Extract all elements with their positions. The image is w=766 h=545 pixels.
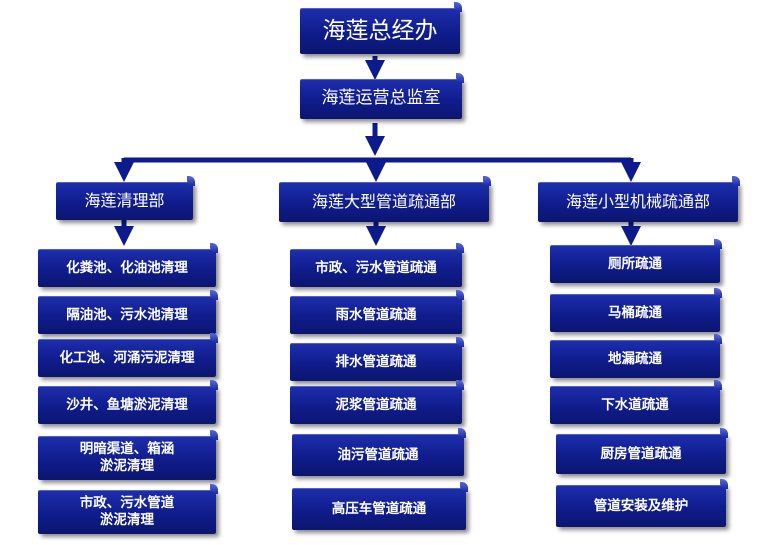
- small-mech-item-2-label: 马桶疏通: [608, 304, 662, 321]
- cleaning-item-1: 化粪池、化油池清理: [38, 243, 218, 287]
- small-mech-item-5: 厨房管道疏通: [556, 428, 728, 474]
- large-pipe-item-4-label: 泥浆管道疏通: [335, 396, 417, 413]
- large-pipe-item-3: 排水管道疏通: [290, 337, 464, 381]
- small-mech-item-1-label: 厕所疏通: [608, 255, 662, 272]
- large-pipe-item-2: 雨水管道疏通: [290, 290, 464, 334]
- cleaning-item-1-label: 化粪池、化油池清理: [66, 259, 188, 276]
- supervisor-node: 海莲运营总监室: [300, 73, 464, 119]
- small-mech-item-3-label: 地漏疏通: [608, 350, 662, 367]
- small-mech-item-5-label: 厨房管道疏通: [600, 445, 682, 462]
- supervisor-node-label: 海莲运营总监室: [321, 88, 441, 109]
- dept-small-mech-node: 海莲小型机械疏通部: [538, 176, 740, 222]
- cleaning-item-5-label: 明暗渠道、箱涵 淤泥清理: [79, 441, 175, 474]
- dept-small-mech-label: 海莲小型机械疏通部: [565, 192, 710, 211]
- large-pipe-item-6: 高压车管道疏通: [292, 482, 468, 530]
- large-pipe-item-1-label: 市政、污水管道疏通: [315, 259, 437, 276]
- large-pipe-item-1: 市政、污水管道疏通: [290, 243, 464, 287]
- cleaning-item-3-label: 化工池、河涌污泥清理: [59, 349, 195, 366]
- small-mech-item-3: 地漏疏通: [550, 334, 722, 378]
- dept-cleaning-label: 海莲清理部: [84, 191, 165, 210]
- dept-large-pipe-node: 海莲大型管道疏通部: [279, 176, 491, 222]
- cleaning-item-5: 明暗渠道、箱涵 淤泥清理: [38, 430, 218, 480]
- large-pipe-item-5: 油污管道疏通: [292, 428, 466, 476]
- root-node: 海莲总经办: [300, 2, 462, 54]
- dept-large-pipe-label: 海莲大型管道疏通部: [311, 192, 456, 211]
- small-mech-item-4: 下水道疏通: [550, 380, 722, 424]
- cleaning-item-3: 化工池、河涌污泥清理: [38, 333, 218, 377]
- large-pipe-item-5-label: 油污管道疏通: [337, 446, 419, 463]
- small-mech-item-6: 管道安装及维护: [556, 479, 728, 527]
- cleaning-item-4: 沙井、鱼塘淤泥清理: [38, 380, 218, 424]
- cleaning-item-6: 市政、污水管道 淤泥清理: [38, 484, 218, 534]
- small-mech-item-6-label: 管道安装及维护: [593, 497, 689, 514]
- large-pipe-item-6-label: 高压车管道疏通: [331, 500, 427, 517]
- cleaning-item-2-label: 隔油池、污水池清理: [66, 306, 188, 323]
- large-pipe-item-4: 泥浆管道疏通: [290, 380, 464, 424]
- dept-cleaning-node: 海莲清理部: [56, 176, 195, 220]
- cleaning-item-6-label: 市政、污水管道 淤泥清理: [79, 495, 175, 528]
- root-node-label: 海莲总经办: [322, 17, 438, 44]
- large-pipe-item-2-label: 雨水管道疏通: [335, 306, 417, 323]
- small-mech-item-4-label: 下水道疏通: [601, 396, 669, 413]
- cleaning-item-4-label: 沙井、鱼塘淤泥清理: [66, 396, 188, 413]
- large-pipe-item-3-label: 排水管道疏通: [335, 353, 417, 370]
- cleaning-item-2: 隔油池、污水池清理: [38, 290, 218, 334]
- small-mech-item-2: 马桶疏通: [550, 288, 722, 332]
- small-mech-item-1: 厕所疏通: [550, 239, 722, 283]
